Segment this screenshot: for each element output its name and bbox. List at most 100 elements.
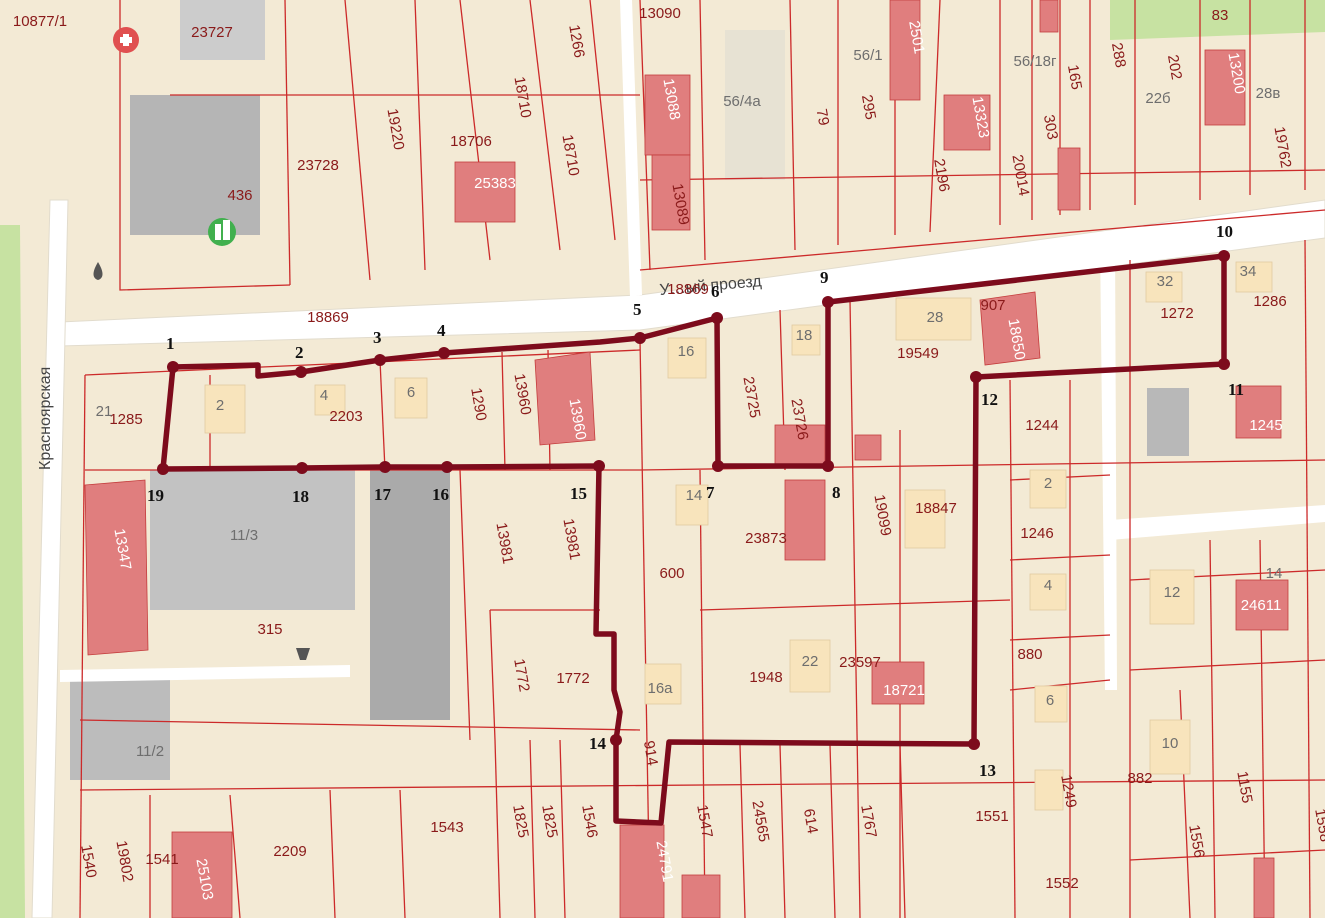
- route-point-marker[interactable]: [167, 361, 179, 373]
- route-point-marker[interactable]: [593, 460, 605, 472]
- parcel-label[interactable]: 2209: [273, 843, 306, 860]
- parcel-label-vertical[interactable]: 19099: [870, 493, 894, 537]
- parcel-label[interactable]: 4: [320, 387, 328, 404]
- parcel-label-vertical[interactable]: 24791: [652, 839, 676, 883]
- route-point-marker[interactable]: [296, 462, 308, 474]
- medical-cross-icon[interactable]: [113, 27, 139, 53]
- parcel-label[interactable]: 14: [1266, 565, 1283, 582]
- parcel-label[interactable]: 23873: [745, 530, 787, 547]
- parcel-label[interactable]: 56/1: [853, 47, 882, 64]
- parcel-label-vertical[interactable]: 13089: [668, 182, 692, 226]
- parcel-label-vertical[interactable]: 13200: [1224, 51, 1248, 95]
- parcel-label[interactable]: 2: [1044, 475, 1052, 492]
- parcel-label-vertical[interactable]: 20014: [1008, 153, 1032, 197]
- route-point-marker[interactable]: [438, 347, 450, 359]
- route-point-marker[interactable]: [610, 734, 622, 746]
- parcel-label[interactable]: 28: [927, 309, 944, 326]
- parcel-label[interactable]: 18: [796, 327, 813, 344]
- parcel-label[interactable]: 1245: [1249, 417, 1282, 434]
- route-point-marker[interactable]: [157, 463, 169, 475]
- parcel-label[interactable]: 21: [96, 403, 113, 420]
- parcel-label[interactable]: 1272: [1160, 305, 1193, 322]
- parcel-label[interactable]: 10877/1: [13, 13, 67, 30]
- parcel-label-vertical[interactable]: 13981: [492, 521, 516, 565]
- parcel-label[interactable]: 1551: [975, 808, 1008, 825]
- parcel-label[interactable]: 2203: [329, 408, 362, 425]
- parcel-label-vertical[interactable]: 295: [858, 93, 879, 121]
- parcel-label[interactable]: 1543: [430, 819, 463, 836]
- parcel-label-vertical[interactable]: 1825: [538, 803, 561, 839]
- parcel-label[interactable]: 1772: [556, 670, 589, 687]
- parcel-label-vertical[interactable]: 13960: [565, 397, 589, 441]
- parcel-label-vertical[interactable]: 1556: [1185, 823, 1208, 859]
- building-icon[interactable]: [208, 218, 236, 246]
- parcel-label[interactable]: 23728: [297, 157, 339, 174]
- route-point-marker[interactable]: [374, 354, 386, 366]
- parcel-label[interactable]: 11/2: [136, 743, 164, 760]
- parcel-label[interactable]: 56/18г: [1013, 53, 1057, 70]
- parcel-label[interactable]: 436: [227, 187, 252, 204]
- parcel-label-vertical[interactable]: 1290: [467, 386, 490, 422]
- parcel-label[interactable]: 315: [257, 621, 282, 638]
- parcel-label-vertical[interactable]: 13960: [510, 372, 534, 416]
- route-point-marker[interactable]: [1218, 358, 1230, 370]
- parcel-label-vertical[interactable]: 1772: [510, 657, 533, 693]
- parcel-label[interactable]: 600: [659, 565, 684, 582]
- parcel-label-vertical[interactable]: 1767: [857, 803, 880, 839]
- parcel-label-vertical[interactable]: 1155: [1233, 770, 1255, 805]
- parcel-label-vertical[interactable]: 914: [640, 739, 661, 767]
- parcel-label-vertical[interactable]: 1249: [1057, 773, 1080, 809]
- parcel-label-vertical[interactable]: 2501: [905, 19, 928, 55]
- parcel-label-vertical[interactable]: 202: [1164, 53, 1185, 81]
- parcel-label-vertical[interactable]: 23726: [787, 397, 811, 441]
- route-point-marker[interactable]: [441, 461, 453, 473]
- parcel-label[interactable]: 13090: [639, 5, 681, 22]
- parcel-label-vertical[interactable]: 13981: [559, 517, 583, 561]
- parcel-label[interactable]: 34: [1240, 263, 1257, 280]
- parcel-label[interactable]: 18721: [883, 682, 925, 699]
- parcel-label-vertical[interactable]: 13088: [659, 77, 683, 121]
- parcel-label-vertical[interactable]: 19762: [1270, 125, 1294, 169]
- parcel-label-vertical[interactable]: 2196: [930, 157, 953, 193]
- route-point-marker[interactable]: [970, 371, 982, 383]
- parcel-label[interactable]: 6: [407, 384, 415, 401]
- parcel-label[interactable]: 1948: [749, 669, 782, 686]
- parcel-label-vertical[interactable]: 1547: [693, 803, 716, 839]
- parcel-label[interactable]: 23597: [839, 654, 881, 671]
- route-point-marker[interactable]: [712, 460, 724, 472]
- route-point-marker[interactable]: [968, 738, 980, 750]
- parcel-label[interactable]: 18706: [450, 133, 492, 150]
- route-point-marker[interactable]: [295, 366, 307, 378]
- parcel-label[interactable]: 14: [686, 487, 703, 504]
- parcel-label[interactable]: 16а: [647, 680, 673, 697]
- parcel-label[interactable]: 1246: [1020, 525, 1053, 542]
- parcel-label[interactable]: 19549: [897, 345, 939, 362]
- parcel-label[interactable]: 32: [1157, 273, 1174, 290]
- parcel-label-vertical[interactable]: 18710: [510, 75, 534, 119]
- survey-route-boundary[interactable]: [160, 253, 1227, 826]
- parcel-label[interactable]: 2: [216, 397, 224, 414]
- parcel-label[interactable]: 1552: [1045, 875, 1078, 892]
- parcel-label-vertical[interactable]: 1266: [565, 23, 588, 59]
- water-drop-icon[interactable]: [93, 262, 103, 280]
- parcel-label[interactable]: 18869: [667, 281, 709, 298]
- parcel-label-vertical[interactable]: 1540: [77, 843, 100, 879]
- parcel-label[interactable]: 25383: [474, 175, 516, 192]
- parcel-label[interactable]: 6: [1046, 692, 1054, 709]
- parcel-label-vertical[interactable]: 13347: [110, 527, 134, 571]
- parcel-label[interactable]: 1285: [109, 411, 142, 428]
- route-point-marker[interactable]: [379, 461, 391, 473]
- parcel-label[interactable]: 22б: [1145, 90, 1170, 107]
- parcel-label-vertical[interactable]: 288: [1108, 41, 1129, 69]
- parcel-label[interactable]: 28в: [1256, 85, 1281, 102]
- parcel-label-vertical[interactable]: 25103: [192, 857, 216, 901]
- parcel-label[interactable]: 11/3: [230, 527, 258, 544]
- parcel-label[interactable]: 1286: [1253, 293, 1286, 310]
- parcel-label[interactable]: 880: [1017, 646, 1042, 663]
- parcel-label[interactable]: 23727: [191, 24, 233, 41]
- parcel-label-vertical[interactable]: 19802: [112, 839, 136, 883]
- parcel-label[interactable]: 24611: [1241, 597, 1282, 614]
- parcel-label-vertical[interactable]: 1825: [509, 803, 532, 839]
- route-point-marker[interactable]: [634, 332, 646, 344]
